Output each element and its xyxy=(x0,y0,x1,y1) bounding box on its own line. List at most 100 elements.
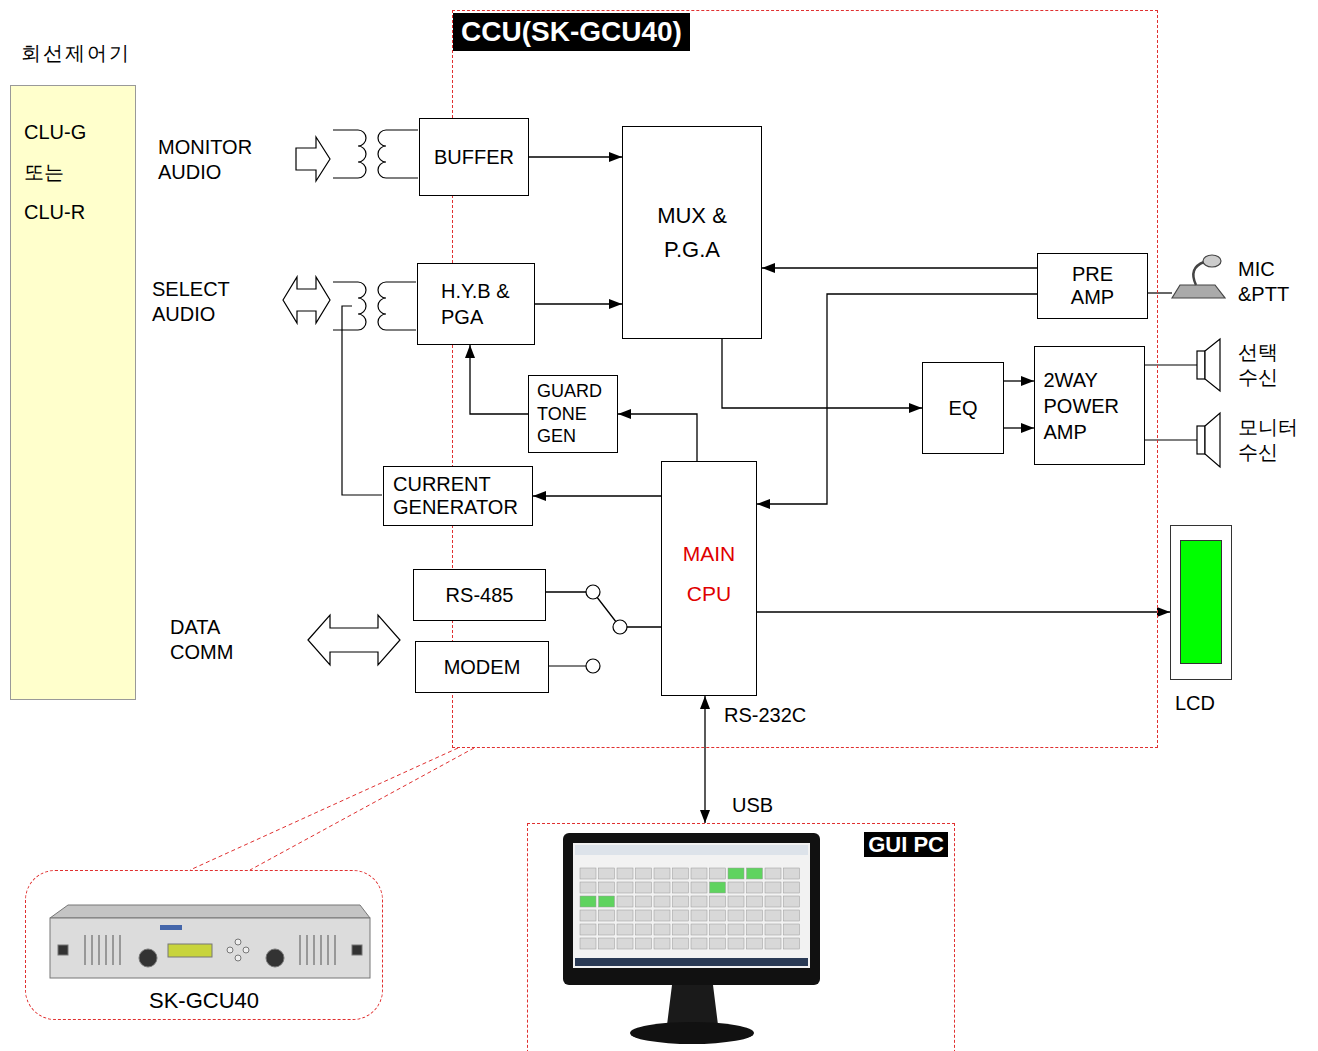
box-label: GUI PC xyxy=(864,832,948,857)
box-label: MODEM xyxy=(444,656,521,679)
device-photo xyxy=(58,945,68,955)
preamp-box: PRE AMP xyxy=(1037,253,1148,319)
switch-contact xyxy=(586,585,600,599)
microphone-symbol xyxy=(1172,255,1225,298)
switch-contact xyxy=(586,659,600,673)
monitor-photo xyxy=(710,924,726,935)
signal-connector xyxy=(529,156,622,157)
lcd-box: LCD xyxy=(1170,525,1232,680)
monitor-photo xyxy=(710,868,726,879)
device-photo xyxy=(50,905,370,918)
eq-box: EQ xyxy=(922,362,1004,454)
interface-label: USB xyxy=(732,793,792,818)
monitor-photo xyxy=(617,938,633,949)
monitor-photo xyxy=(667,985,718,1025)
monitor-photo xyxy=(654,882,670,893)
monitor-photo xyxy=(784,924,800,935)
signal-connector xyxy=(533,495,661,496)
monitor-photo xyxy=(691,896,707,907)
device-photo xyxy=(139,949,157,967)
box-label: 회선제어기 xyxy=(21,42,131,65)
monitor-photo xyxy=(784,938,800,949)
monitor-photo xyxy=(728,924,744,935)
monitor-photo xyxy=(575,958,808,966)
signal-connector xyxy=(722,339,922,408)
monitor-photo xyxy=(636,938,652,949)
microphone-symbol xyxy=(1172,285,1225,298)
wire xyxy=(548,665,586,666)
wire xyxy=(1144,364,1197,365)
monitor-photo xyxy=(691,868,707,879)
monitor-photo xyxy=(710,938,726,949)
device-photo xyxy=(160,925,182,930)
monitor-photo xyxy=(599,882,615,893)
rs485-box: RS-485 xyxy=(413,569,546,621)
monitor-photo xyxy=(580,868,596,879)
signal-connector xyxy=(535,303,622,304)
monitor-photo xyxy=(765,882,781,893)
monitor-photo xyxy=(654,938,670,949)
box-label: MAIN CPU xyxy=(674,534,744,614)
tone-generator-box: GUARD TONE GEN xyxy=(528,375,618,453)
monitor-photo xyxy=(636,868,652,879)
device-label: MIC &PTT xyxy=(1238,257,1308,307)
monitor-photo xyxy=(784,882,800,893)
monitor-photo xyxy=(673,882,689,893)
cpu-box: MAIN CPU xyxy=(661,461,757,696)
monitor-photo xyxy=(691,924,707,935)
speaker-label: 선택 수신 xyxy=(1238,340,1288,390)
monitor-photo xyxy=(599,938,615,949)
monitor-photo xyxy=(580,938,596,949)
monitor-photo xyxy=(728,896,744,907)
device-photo xyxy=(50,905,370,978)
monitor-photo xyxy=(630,1022,754,1044)
monitor-photo xyxy=(710,910,726,921)
signal-connector xyxy=(1004,427,1034,428)
monitor-photo xyxy=(636,882,652,893)
monitor-photo xyxy=(728,868,744,879)
block-arrow xyxy=(283,277,330,323)
transformer-symbol xyxy=(378,130,418,178)
connector-label: RS-232C xyxy=(722,703,808,728)
signal-label: MONITOR AUDIO xyxy=(158,135,268,185)
device-photo xyxy=(227,947,233,953)
monitor-photo xyxy=(673,910,689,921)
monitor-photo xyxy=(580,882,596,893)
box-label: CURRENT GENERATOR xyxy=(393,473,523,519)
buffer-box: BUFFER xyxy=(419,118,529,196)
transformer-symbol xyxy=(333,130,366,178)
monitor-photo xyxy=(691,910,707,921)
monitor-photo xyxy=(636,896,652,907)
monitor-photo xyxy=(654,924,670,935)
microphone-symbol xyxy=(1193,262,1204,285)
current-generator-box: CURRENT GENERATOR xyxy=(383,466,533,526)
monitor-photo xyxy=(636,910,652,921)
box-label: LCD xyxy=(1175,692,1215,715)
power-amp-box: 2WAY POWER AMP xyxy=(1034,346,1145,465)
switch-contact xyxy=(613,620,627,634)
wire xyxy=(342,306,382,495)
device-photo xyxy=(85,935,120,965)
monitor-photo xyxy=(654,868,670,879)
signal-connector xyxy=(704,696,705,823)
box-label: RS-485 xyxy=(446,584,514,607)
monitor-photo xyxy=(691,938,707,949)
line-controller-box: 회선제어기CLU-G 또는 CLU-R xyxy=(10,85,136,700)
transformer-symbol xyxy=(378,282,416,330)
monitor-photo xyxy=(673,868,689,879)
monitor-photo xyxy=(728,910,744,921)
box-label: BUFFER xyxy=(434,146,514,169)
monitor-photo xyxy=(747,882,763,893)
ccu-region: CCU(SK-GCU40)BUFFERMUX & P.G.AH.Y.B & PG… xyxy=(452,10,1158,748)
lcd-screen xyxy=(1180,540,1222,664)
box-label: MUX & P.G.A xyxy=(647,199,737,267)
monitor-photo xyxy=(747,896,763,907)
monitor-photo xyxy=(765,868,781,879)
monitor-photo xyxy=(673,896,689,907)
monitor-photo xyxy=(765,938,781,949)
gui-pc-region: GUI PC xyxy=(527,823,955,1051)
monitor-photo xyxy=(747,868,763,879)
microphone-symbol xyxy=(1203,255,1221,267)
monitor-photo xyxy=(617,882,633,893)
monitor-photo xyxy=(765,910,781,921)
